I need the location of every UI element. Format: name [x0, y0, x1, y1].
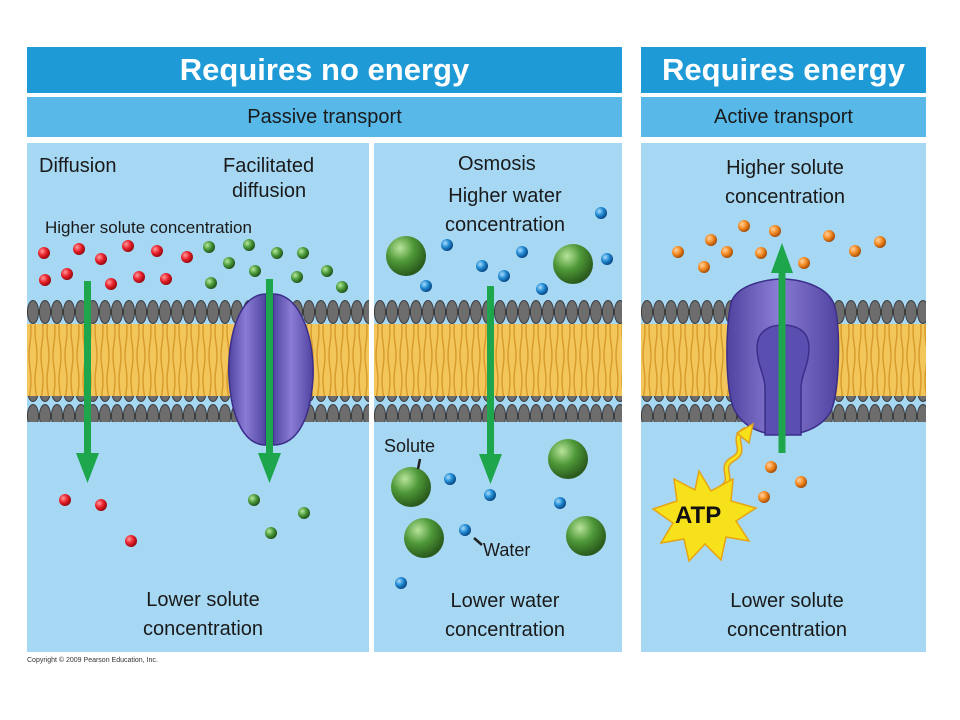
energy-squiggle	[718, 422, 755, 491]
lower-water-label-line2: concentration	[444, 619, 566, 641]
higher-solute-label-line2: concentration	[724, 186, 846, 208]
facilitated-diffusion-label-line1: Facilitated	[223, 155, 315, 177]
copyright-notice: Copyright © 2009 Pearson Education, Inc.	[27, 657, 158, 664]
osmosis-title: Osmosis	[458, 153, 536, 175]
diffusion-membrane-diagram	[27, 239, 369, 547]
lower-water-label-line1: Lower water	[450, 590, 560, 612]
active-transport-membrane-diagram	[641, 220, 926, 563]
facilitated-diffusion-arrow	[258, 279, 281, 483]
active-transport-subheader: Active transport	[641, 97, 926, 137]
channel-protein	[228, 293, 314, 446]
lipid-bilayer	[27, 298, 369, 422]
atp-burst	[651, 468, 758, 563]
lower-solute-label-line1: Lower solute	[730, 590, 844, 612]
active-transport-arrow	[771, 243, 793, 453]
osmosis-membrane-diagram	[374, 207, 622, 589]
no-energy-header: Requires no energy	[27, 47, 622, 93]
facilitated-diffusion-label-line2: diffusion	[232, 180, 307, 202]
water-molecules	[395, 207, 613, 589]
passive-transport-subheader: Passive transport	[27, 97, 622, 137]
osmosis-panel: Osmosis Higher water concentration Solut…	[374, 143, 622, 652]
solute-pointer-line	[416, 458, 422, 470]
osmosis-arrow	[479, 286, 502, 484]
solute-label: Solute	[384, 436, 436, 456]
green-solute-molecules	[203, 239, 348, 539]
water-label: Water	[483, 540, 531, 560]
water-pointer-line	[473, 537, 483, 546]
higher-solute-label: Higher solute concentration	[45, 218, 252, 237]
lipid-bilayer	[374, 298, 622, 422]
diffusion-panel: Diffusion Facilitated diffusion Higher s…	[27, 143, 369, 652]
diffusion-arrow	[76, 281, 99, 483]
atp-label: ATP	[675, 502, 722, 529]
higher-water-label-line2: concentration	[444, 214, 566, 236]
active-transport-panel: Higher solute concentration ATP Lower so…	[641, 143, 926, 652]
red-solute-molecules	[38, 240, 193, 547]
lower-solute-label-line2: concentration	[142, 618, 264, 640]
large-solute-molecules	[386, 236, 606, 558]
diffusion-label: Diffusion	[39, 155, 117, 177]
lower-solute-label-line2: concentration	[726, 619, 848, 641]
energy-header: Requires energy	[641, 47, 926, 93]
higher-solute-label-line1: Higher solute	[726, 157, 844, 179]
higher-water-label-line1: Higher water	[448, 185, 562, 207]
orange-solute-molecules	[672, 220, 886, 503]
lower-solute-label-line1: Lower solute	[146, 589, 260, 611]
